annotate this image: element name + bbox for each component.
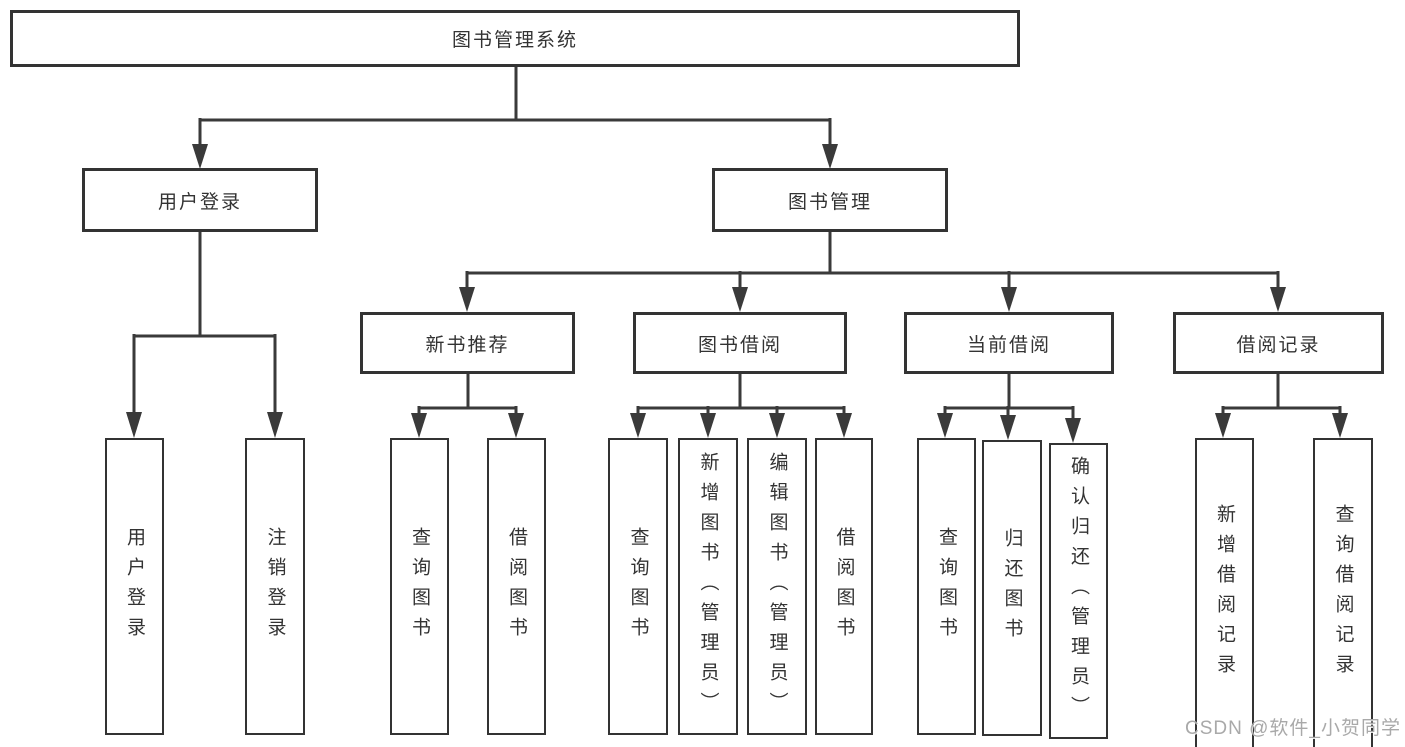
node-book-management: 图书管理 [712,168,948,232]
node-library-system: 图书管理系统 [10,10,1020,67]
node-book-borrowing: 图书借阅 [633,312,847,374]
leaf-query-books-recommend: 查询图书 [390,438,449,735]
leaf-confirm-return-admin: 确认归还（管理员） [1049,443,1108,739]
node-current-borrowing: 当前借阅 [904,312,1114,374]
leaf-user-login: 用户登录 [105,438,164,735]
leaf-logout: 注销登录 [245,438,305,735]
leaf-query-borrow-record: 查询借阅记录 [1313,438,1373,747]
csdn-watermark: CSDN @软件_小贺同学 [1185,718,1401,739]
leaf-edit-book-admin: 编辑图书（管理员） [747,438,807,735]
node-borrow-records: 借阅记录 [1173,312,1384,374]
leaf-query-books-current: 查询图书 [917,438,976,735]
leaf-borrow-books-recommend: 借阅图书 [487,438,546,735]
leaf-query-books-borrowing: 查询图书 [608,438,668,735]
leaf-return-book: 归还图书 [982,440,1042,736]
leaf-borrow-books-borrowing: 借阅图书 [815,438,873,735]
leaf-add-book-admin: 新增图书（管理员） [678,438,738,735]
node-user-login: 用户登录 [82,168,318,232]
node-new-book-recommend: 新书推荐 [360,312,575,374]
leaf-add-borrow-record: 新增借阅记录 [1195,438,1254,747]
